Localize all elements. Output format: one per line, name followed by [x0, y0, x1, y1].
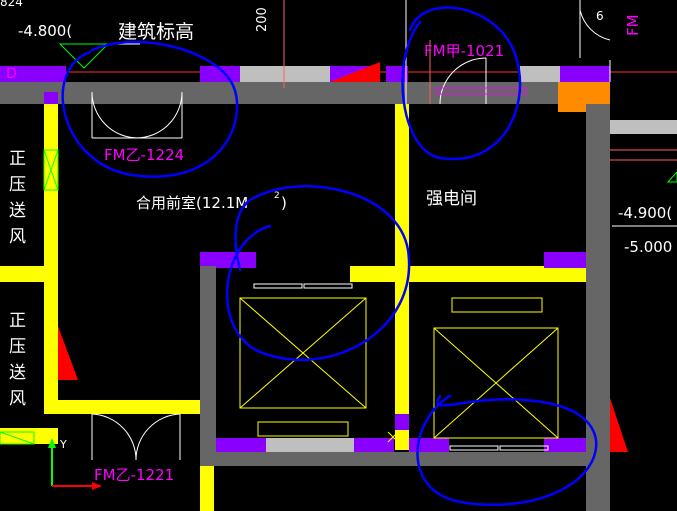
axis-y-label: Y: [59, 438, 67, 451]
purple-column: [44, 92, 58, 104]
ucs-axis-icon: Y: [48, 438, 102, 490]
elevator-door: [253, 283, 303, 289]
purple-column: [216, 438, 266, 452]
elevation-right-2: -5.000: [624, 238, 672, 256]
svg-text:风: 风: [9, 227, 26, 247]
door-swing-fm-a-1021: [439, 0, 611, 105]
svg-text:压: 压: [9, 175, 26, 195]
door-frame: [435, 87, 527, 95]
elevation-top-value: -4.800(: [18, 22, 72, 40]
blue-markup-annotations: [61, 6, 598, 507]
purple-column: [354, 438, 394, 452]
elevator-door: [499, 445, 549, 451]
dimension-value: 200: [255, 7, 270, 32]
right-window: [610, 120, 677, 134]
pressurized-vent-label-upper: 正 压 送 风: [9, 149, 26, 247]
left-yellow-wall: [44, 104, 58, 404]
purple-column: [395, 414, 409, 430]
svg-text:2: 2: [274, 191, 280, 201]
yellow-wall: [44, 400, 204, 414]
purple-column: [409, 438, 449, 452]
door-label-fm-top-right: FM: [624, 14, 642, 36]
svg-text:): ): [281, 194, 287, 212]
elevator-car-2: [433, 297, 559, 439]
building-elevation-label: 建筑标高: [118, 21, 194, 43]
right-wall: [586, 104, 610, 511]
markup-circle-fm-a-1021: [401, 6, 522, 161]
elevation-right-1: -4.900(: [618, 204, 672, 222]
window-infill: [520, 66, 560, 82]
fire-damper-symbol: [58, 326, 78, 380]
door-swing-fm-b-1221: [91, 413, 181, 461]
purple-column: [544, 252, 586, 268]
markup-circle-elevator-2: [416, 394, 598, 507]
yellow-wall: [0, 266, 58, 282]
top-left-partial-text: 824: [0, 0, 23, 9]
yellow-wall: [350, 266, 586, 282]
top-right-partial-text: 6: [596, 9, 604, 23]
markup-circle-elevator-1: [225, 185, 411, 362]
svg-text:合用前室(12.1M: 合用前室(12.1M: [136, 194, 248, 212]
yellow-wall: [200, 466, 214, 511]
door-label-fm-b-1224: FM乙-1224: [104, 146, 184, 164]
purple-column: [544, 438, 586, 452]
shared-lobby-label: 合用前室(12.1M 2 ): [136, 191, 287, 212]
shaft-wall: [200, 266, 216, 456]
shaft-wall-bottom: [200, 452, 600, 466]
svg-text:压: 压: [9, 337, 26, 357]
elevator-car-1: [239, 297, 367, 437]
purple-column: [560, 66, 610, 82]
fire-damper-symbol: [610, 398, 628, 452]
strong-electric-room-label: 强电间: [426, 189, 477, 209]
svg-text:送: 送: [9, 363, 26, 383]
fire-damper-symbol: [330, 62, 380, 82]
shaft-door-infill: [266, 438, 354, 452]
door-label-fm-a-1021: FM甲-1021: [424, 42, 504, 60]
vent-shaft: [0, 149, 59, 445]
svg-text:送: 送: [9, 201, 26, 221]
yellow-wall: [0, 428, 58, 444]
door-label-fm-b-1221: FM乙-1221: [94, 466, 174, 484]
purple-column: [0, 66, 66, 82]
purple-column: [386, 66, 408, 82]
grid-axis-label: D: [6, 66, 17, 82]
svg-text:正: 正: [9, 149, 26, 169]
pressurized-vent-label-lower: 正 压 送 风: [9, 311, 26, 409]
center-marker: [387, 431, 399, 443]
markup-circle-fm-b-1224: [61, 40, 239, 178]
elevation-marker-top: [58, 43, 140, 69]
svg-text:风: 风: [9, 389, 26, 409]
svg-text:正: 正: [9, 311, 26, 331]
door-swing-fm-b-1224: [91, 91, 183, 139]
purple-column: [200, 252, 256, 268]
elevator-door: [303, 283, 353, 289]
elevator-door: [449, 445, 499, 451]
elevation-marker-right: [612, 171, 677, 227]
window-infill: [240, 66, 330, 82]
